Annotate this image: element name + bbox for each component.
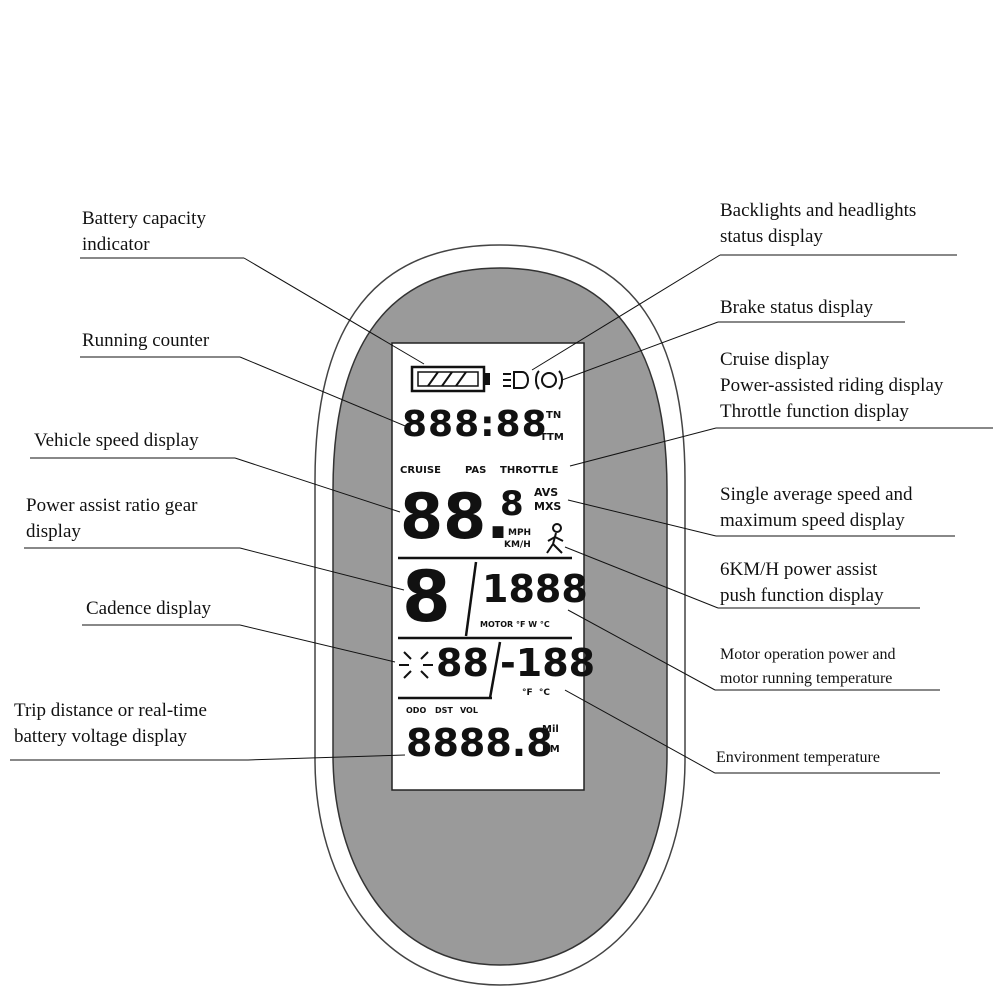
callout-avg-max-speed: Single average speed and maximum speed d… [720, 484, 913, 531]
speed-small-digit: 8 [500, 484, 524, 524]
speed-digits: 88. [400, 480, 510, 553]
cadence-sun-icon [399, 651, 433, 679]
callout-trip: Trip distance or real-time battery volta… [14, 700, 207, 747]
mxs-label: MXS [534, 500, 562, 513]
callout-push-assist: 6KM/H power assist push function display [720, 559, 884, 606]
callout-brake: Brake status display [720, 297, 874, 318]
vol-label: VOL [460, 706, 478, 715]
kmh-label: KM/H [504, 540, 531, 550]
callout-env-temp: Environment temperature [716, 749, 880, 766]
callout-backlights: Backlights and headlights status display [720, 200, 917, 247]
counter-tn: TN [546, 410, 562, 421]
walk-person-icon [546, 523, 564, 554]
callout-battery: Battery capacity indicator [82, 208, 206, 255]
mil-label: Mil [542, 724, 559, 735]
running-counter-digits: 888:88 [402, 404, 548, 445]
headlight-icon [503, 371, 529, 389]
trip-digits: 8888.8 [406, 721, 553, 765]
dst-label: DST [435, 706, 453, 715]
odo-label: ODO [406, 706, 427, 715]
mode-pas: PAS [465, 465, 487, 476]
callout-power-ratio: Power assist ratio gear display [26, 495, 198, 542]
mode-throttle: THROTTLE [500, 465, 559, 476]
leader-lines [10, 254, 993, 774]
avs-label: AVS [534, 486, 559, 499]
mode-cruise: CRUISE [400, 465, 441, 476]
counter-ttm: TTM [540, 432, 564, 443]
motor-label: MOTOR °F W °C [480, 620, 550, 629]
cadence-digits: 88 [436, 641, 489, 685]
callout-cadence: Cadence display [86, 598, 212, 619]
env-temp-units: °F °C [522, 688, 551, 698]
callout-cruise: Cruise display Power-assisted riding dis… [720, 349, 944, 422]
mph-label: MPH [508, 528, 532, 538]
callout-running-counter: Running counter [82, 330, 210, 351]
lcd-screen [391, 342, 585, 791]
env-temp-digits: -188 [500, 641, 596, 685]
callout-vehicle-speed: Vehicle speed display [34, 430, 199, 451]
battery-icon [410, 365, 490, 393]
km-label: KM [542, 744, 560, 755]
callout-motor: Motor operation power and motor running … [720, 646, 896, 687]
motor-digits: 1888 [482, 567, 588, 611]
gear-digit: 8 [402, 556, 451, 638]
